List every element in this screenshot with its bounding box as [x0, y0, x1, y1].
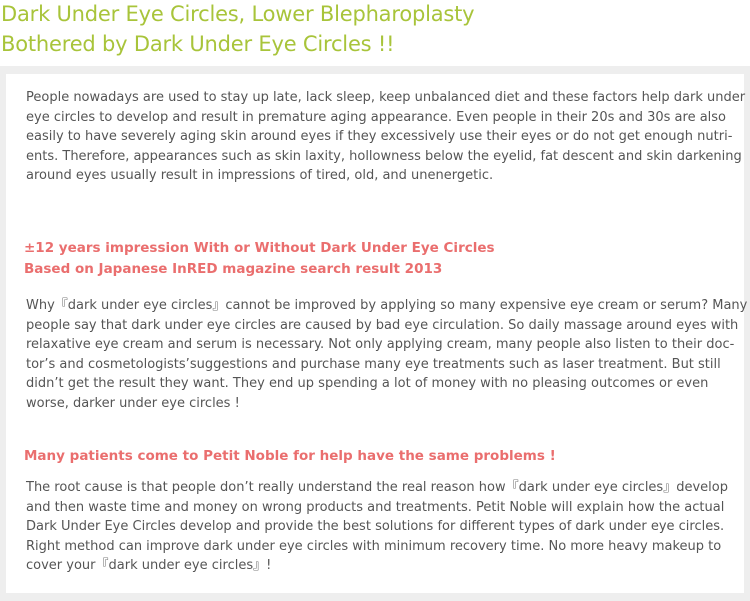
section1-line: didn’t get the result they want. They en…: [26, 376, 709, 391]
section1-line: tor’s and cosmetologists’suggestions and…: [26, 356, 721, 372]
intro-line: People nowadays are used to stay up late…: [26, 90, 746, 105]
page-header: Dark Under Eye Circles, Lower Blepharopl…: [0, 0, 750, 66]
section2-line: and then waste time and money on wrong p…: [26, 499, 725, 515]
section2-heading-text: Many patients come to Petit Noble for he…: [24, 448, 556, 464]
intro-paragraph: People nowadays are used to stay up late…: [26, 88, 746, 186]
section2-line: Dark Under Eye Circles develop and provi…: [26, 519, 725, 534]
section2-paragraph: The root cause is that people don’t real…: [26, 478, 744, 576]
section1-heading: ±12 years impression With or Without Dar…: [24, 238, 495, 280]
intro-line: ents. Therefore, appearances such as ski…: [26, 148, 742, 164]
section1-line: worse, darker under eye circles !: [26, 395, 240, 411]
section2-line: cover your『dark under eye circles』!: [26, 558, 272, 573]
section2-heading: Many patients come to Petit Noble for he…: [24, 446, 556, 467]
page-title-line-2: Bothered by Dark Under Eye Circles !!: [1, 32, 395, 56]
intro-line: around eyes usually result in impression…: [26, 168, 494, 183]
intro-line: easily to have severely aging skin aroun…: [26, 129, 733, 144]
page-title-line-1: Dark Under Eye Circles, Lower Blepharopl…: [1, 2, 475, 26]
section1-line: Why『dark under eye circles』cannot be imp…: [26, 298, 748, 313]
section2-line: Right method can improve dark under eye …: [26, 538, 722, 554]
intro-line: eye circles to develop and result in pre…: [26, 109, 727, 125]
section1-heading-line-2: Based on Japanese InRED magazine search …: [24, 261, 443, 277]
section1-paragraph: Why『dark under eye circles』cannot be imp…: [26, 296, 748, 413]
content-panel: People nowadays are used to stay up late…: [6, 74, 748, 593]
section1-line: relaxative eye cream and serum is necess…: [26, 337, 735, 352]
section2-line: The root cause is that people don’t real…: [26, 480, 728, 495]
section1-heading-line-1: ±12 years impression With or Without Dar…: [24, 240, 495, 256]
section1-line: people say that dark under eye circles a…: [26, 317, 739, 333]
